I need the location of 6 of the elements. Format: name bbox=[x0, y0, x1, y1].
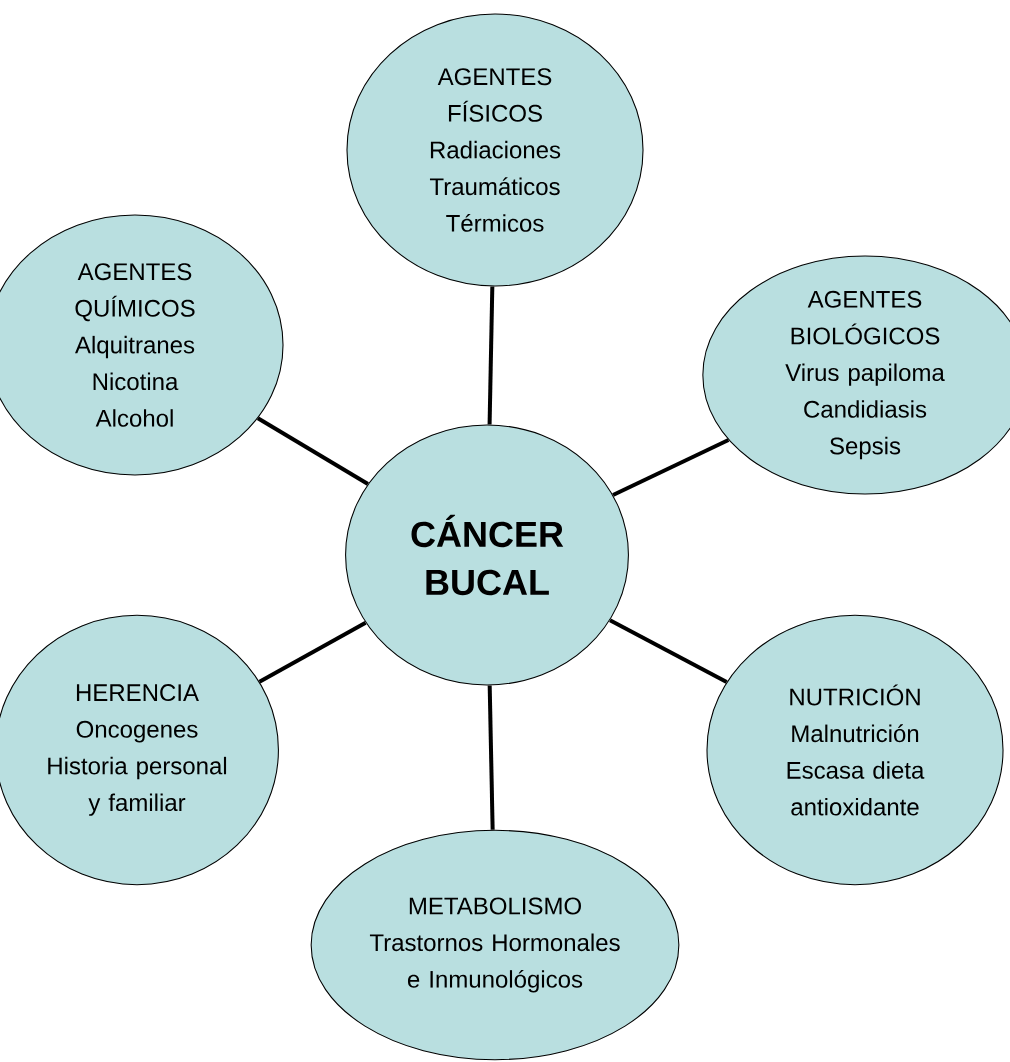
connector-line bbox=[609, 618, 728, 684]
connector-line bbox=[256, 416, 369, 486]
connector-line bbox=[487, 286, 495, 425]
connector-line bbox=[258, 620, 367, 684]
connector-line bbox=[487, 685, 495, 830]
connector-line bbox=[612, 438, 730, 497]
